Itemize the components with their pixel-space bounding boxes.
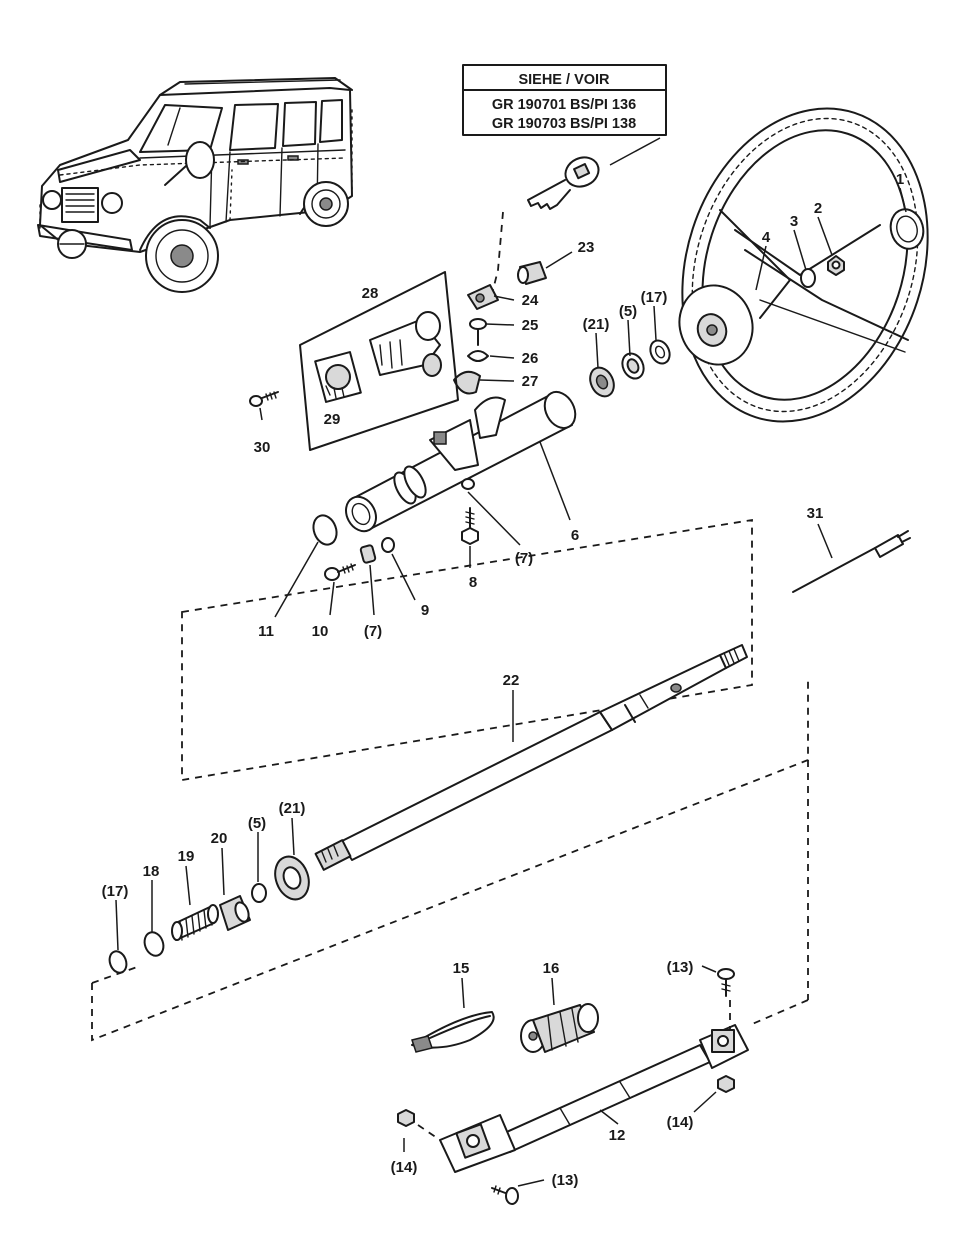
reference-box-frame: [462, 64, 667, 136]
nut-14-right: [717, 1075, 735, 1093]
clamp-15: [411, 1011, 495, 1053]
callout-5-lower: (5): [248, 815, 266, 832]
callout-2: 2: [814, 200, 822, 217]
nut-14-left: [397, 1109, 415, 1127]
callout-labels: 1 2 3 4 (5) (17) (21) 23 24 25 26 27 28 …: [102, 171, 905, 1189]
callout-16: 16: [543, 960, 560, 977]
callout-18: 18: [143, 863, 160, 880]
reference-box-line-2: GR 190703 BS/PI 138: [492, 116, 636, 132]
callout-27: 27: [522, 373, 539, 390]
callout-26: 26: [522, 350, 539, 367]
callout-4: 4: [762, 229, 771, 246]
callout-23: 23: [578, 239, 595, 256]
vehicle-illustration: [37, 77, 353, 293]
callout-13-lower: (13): [552, 1172, 579, 1189]
callout-20: 20: [211, 830, 228, 847]
callout-14-left: (14): [391, 1159, 418, 1176]
steering-jacket-tube: [345, 390, 577, 533]
leader-lines: [115, 187, 907, 1187]
callout-1: 1: [896, 171, 904, 188]
screw-10: [324, 563, 356, 581]
washer-7-upper: [461, 478, 475, 490]
callout-11: 11: [258, 623, 274, 640]
ignition-switch-kit: [299, 271, 459, 451]
callout-13-upper: (13): [667, 959, 694, 976]
callout-31: 31: [807, 505, 824, 522]
upper-assembly-dashed-frame: [181, 518, 753, 782]
ring-5-lower: [251, 883, 267, 903]
reference-box-header: SIEHE / VOIR: [518, 72, 610, 88]
callout-21-upper: (21): [583, 316, 610, 333]
callout-7-lower: (7): [364, 623, 382, 640]
steering-shaft-22: [314, 644, 748, 871]
spacer-7-lower: [359, 544, 377, 564]
ignition-key: [527, 156, 600, 210]
clip-17-lower: [108, 950, 128, 974]
lower-assembly-dashed-frame: [91, 678, 809, 1042]
callout-28: 28: [362, 285, 379, 302]
wire-31: [792, 530, 911, 593]
callout-21-lower: (21): [279, 800, 306, 817]
callout-19: 19: [178, 848, 195, 865]
bushing-16: [520, 1003, 599, 1053]
bolt-13-upper: [717, 968, 735, 997]
callout-17-upper: (17): [641, 289, 668, 306]
callout-30: 30: [254, 439, 271, 456]
intermediate-shaft-12: [439, 1024, 749, 1173]
screw-30: [249, 391, 279, 407]
callout-9: 9: [421, 602, 429, 619]
snap-ring-11: [312, 514, 338, 546]
callout-10: 10: [312, 623, 329, 640]
clip-17-upper: [649, 339, 671, 365]
callout-15: 15: [453, 960, 470, 977]
callout-14-right: (14): [667, 1114, 694, 1131]
screw-8: [461, 507, 479, 545]
bolt-13-lower: [491, 1185, 519, 1205]
callout-29: 29: [324, 411, 341, 428]
callout-24: 24: [522, 292, 539, 309]
reference-box: SIEHE / VOIR GR 190701 BS/PI 136 GR 1907…: [462, 64, 667, 166]
callout-3: 3: [790, 213, 798, 230]
wheel-washer: [800, 268, 816, 288]
callout-25: 25: [522, 317, 539, 334]
reference-box-leader: [609, 137, 661, 166]
callout-8: 8: [469, 574, 477, 591]
washer-18: [143, 931, 165, 957]
callout-5-upper: (5): [619, 303, 637, 320]
spring-19: [171, 904, 219, 941]
callout-7-upper: (7): [515, 550, 533, 567]
callout-6: 6: [571, 527, 579, 544]
callout-22: 22: [503, 672, 520, 689]
lock-small-parts: [453, 261, 547, 395]
reference-box-line-1: GR 190701 BS/PI 136: [492, 97, 636, 113]
key-dashed-guide: [492, 211, 504, 291]
washer-9: [381, 537, 395, 553]
callout-12: 12: [609, 1127, 626, 1144]
callout-17-lower: (17): [102, 883, 129, 900]
